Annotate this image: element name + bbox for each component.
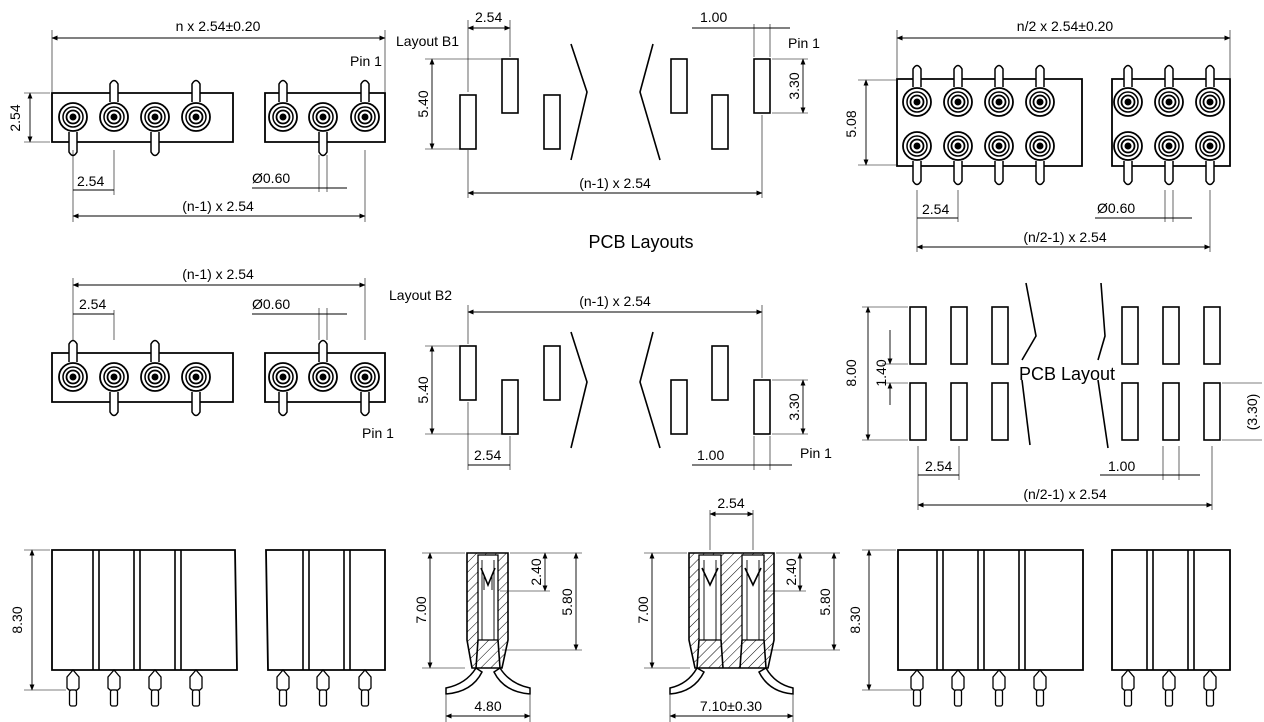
dim-b2-offset: 3.30 <box>786 393 802 420</box>
dim-b1-span: (n-1) x 2.54 <box>579 175 651 191</box>
dim-b2-span: (n-1) x 2.54 <box>579 293 651 309</box>
dim-e-pitch: 2.54 <box>925 458 952 474</box>
dim-total-length: n x 2.54±0.20 <box>176 18 261 34</box>
dim-e-gap: 1.40 <box>873 359 889 386</box>
layout-b2: Layout B2 (n-1) x 2.54 5.40 3.30 2.54 1.… <box>389 287 832 470</box>
dim-b1-pitch: 2.54 <box>475 9 502 25</box>
dim-b2-height: 5.40 <box>415 376 431 403</box>
dim-s2-inner: 5.80 <box>559 588 575 615</box>
dim-s2-height: 7.00 <box>413 596 429 623</box>
b2-pin1-label: Pin 1 <box>800 445 832 461</box>
dim-s4-height: 8.30 <box>847 606 863 633</box>
double-row-pcb-layout: 8.00 1.40 PCB Layout (3.30) 2.54 1.00 (n… <box>843 282 1262 510</box>
dim-c-pitch: 2.54 <box>922 201 949 217</box>
dim-c-height: 5.08 <box>843 110 859 137</box>
dim-row-height: 2.54 <box>7 104 23 131</box>
pcb-layouts-title: PCB Layouts <box>588 232 693 252</box>
dim-b2-pad-width: 1.00 <box>697 447 724 463</box>
dim-e-span: (n/2-1) x 2.54 <box>1023 486 1106 502</box>
dim-b1-pad-width: 1.00 <box>700 9 727 25</box>
dim-b2-pitch: 2.54 <box>474 447 501 463</box>
dim-s3-width: 7.10±0.30 <box>700 698 762 714</box>
layout-b1: Layout B1 2.54 1.00 Pin 1 3.30 5.40 (n-1… <box>396 9 820 198</box>
dim-e-offset: (3.30) <box>1244 394 1260 431</box>
layout-b2-title: Layout B2 <box>389 287 452 303</box>
dim-b1-offset: 3.30 <box>786 72 802 99</box>
dim-s3-depth: 2.40 <box>783 558 799 585</box>
pcb-layout-title: PCB Layout <box>1019 364 1115 384</box>
cross-section-single: 7.00 2.40 5.80 4.80 <box>413 552 582 722</box>
dim-s3-height: 7.00 <box>635 596 651 623</box>
d-pin1-label: Pin 1 <box>362 425 394 441</box>
dim-d-span: (n-1) x 2.54 <box>182 266 254 282</box>
double-row-top-view: n/2 x 2.54±0.20 5.08 2.54 Ø0.60 (n/2-1) … <box>843 18 1231 252</box>
dim-s3-pitch: 2.54 <box>717 495 744 511</box>
dim-pin-diameter: Ø0.60 <box>252 170 290 186</box>
dim-e-pad-width: 1.00 <box>1108 458 1135 474</box>
dim-d-pin-diameter: Ø0.60 <box>252 296 290 312</box>
dim-c-span: (n/2-1) x 2.54 <box>1023 229 1106 245</box>
pin1-label: Pin 1 <box>350 53 382 69</box>
dim-c-total: n/2 x 2.54±0.20 <box>1017 18 1114 34</box>
dim-span: (n-1) x 2.54 <box>182 198 254 214</box>
side-view-single-row: 8.30 <box>9 549 386 707</box>
dim-s2-depth: 2.40 <box>528 558 544 585</box>
dim-e-height: 8.00 <box>843 359 859 386</box>
dim-d-pitch: 2.54 <box>79 296 106 312</box>
single-row-top-view: n x 2.54±0.20 2.54 2.54 Ø0.60 (n-1) x 2.… <box>7 18 386 222</box>
dim-s1-height: 8.30 <box>9 606 25 633</box>
side-view-double-row: 8.30 <box>847 549 1231 707</box>
dim-c-pin-diameter: Ø0.60 <box>1097 200 1135 216</box>
cross-section-double: 2.54 7.00 2.40 5.80 7.10±0.30 <box>635 495 840 722</box>
dim-s3-inner: 5.80 <box>817 588 833 615</box>
dim-s2-width: 4.80 <box>474 698 501 714</box>
dim-b1-height: 5.40 <box>415 90 431 117</box>
b1-pin1-label: Pin 1 <box>788 35 820 51</box>
layout-b1-title: Layout B1 <box>396 33 459 49</box>
dim-pitch: 2.54 <box>77 173 104 189</box>
single-row-view-d: (n-1) x 2.54 2.54 Ø0.60 Pin 1 <box>51 266 394 441</box>
